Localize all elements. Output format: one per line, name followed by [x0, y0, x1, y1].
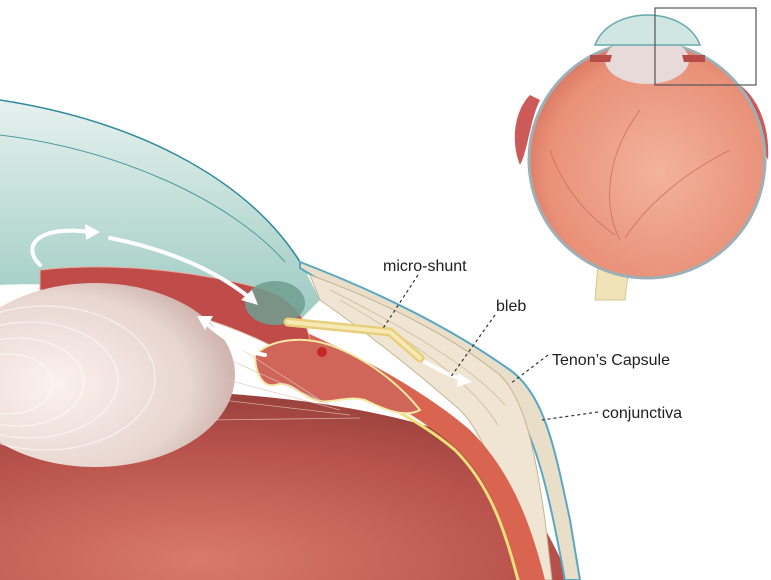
schlemm-canal [317, 347, 327, 357]
leader-conjunctiva [542, 412, 598, 420]
cross-section [0, 100, 580, 580]
label-tenons-capsule: Tenon’s Capsule [552, 352, 670, 369]
label-micro-shunt: micro-shunt [383, 258, 467, 275]
label-bleb: bleb [496, 298, 526, 315]
inset-cornea [595, 15, 700, 45]
eye-inset [515, 8, 768, 300]
label-conjunctiva: conjunctiva [602, 405, 682, 422]
